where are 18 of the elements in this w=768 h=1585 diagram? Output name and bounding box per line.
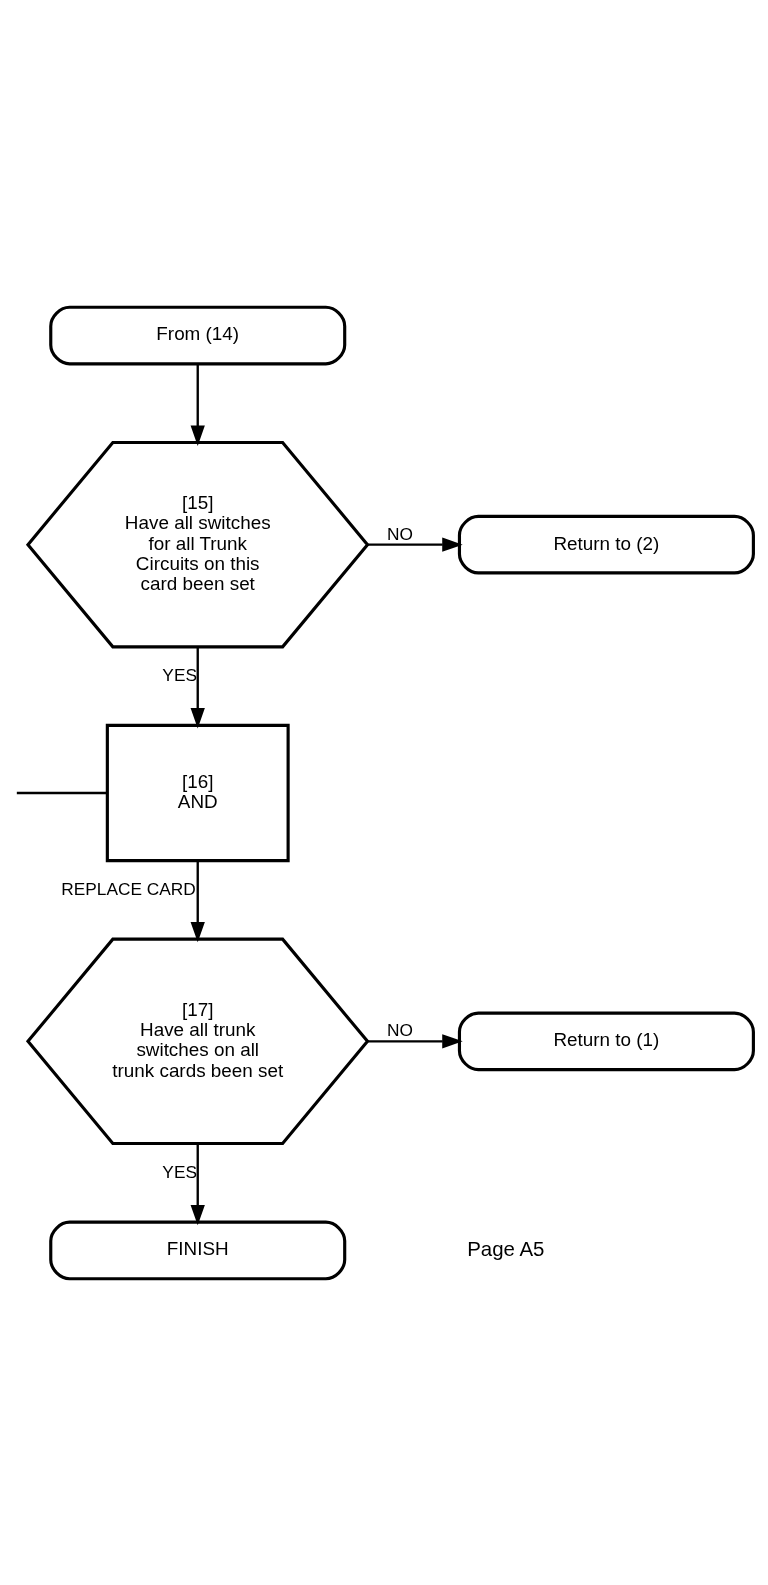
arrow [190,860,205,942]
arrow [190,1143,205,1225]
node-box: FINISH [49,1220,347,1280]
arrow [367,1033,463,1049]
arrow [367,536,463,552]
edge-label: YES [162,664,197,685]
edge-label: NO [387,523,414,544]
arrow [190,363,205,446]
edge-label: REPLACE CARD [61,878,196,899]
arrow [190,646,205,728]
node-box: Return to (1) [457,1011,755,1071]
connector [16,791,108,794]
edge-label: NO [387,1019,414,1040]
label: Page A5 [467,1237,545,1260]
node-box: Return to (2) [457,514,755,574]
node-box: [16] AND [105,723,290,862]
node-box: From (14) [49,305,347,365]
edge-label: YES [162,1161,197,1182]
